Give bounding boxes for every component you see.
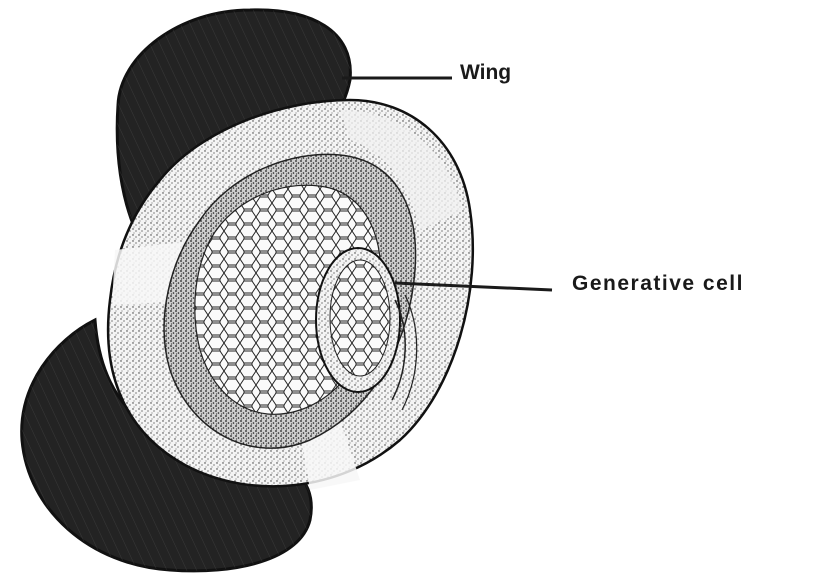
- generative-cell-label: Generative cell: [572, 272, 744, 295]
- wing-label: Wing: [460, 61, 511, 84]
